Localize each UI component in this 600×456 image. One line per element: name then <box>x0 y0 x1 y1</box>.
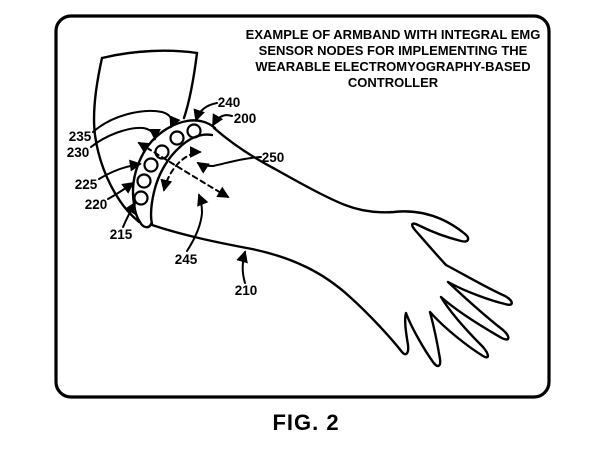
ref-label-220: 220 <box>85 197 108 212</box>
dashed-arrows <box>137 142 230 198</box>
figure-title-line-1: EXAMPLE OF ARMBAND WITH INTEGRAL EMG <box>246 27 541 42</box>
leader-arrow-220 <box>107 181 135 200</box>
dashed-arrow-rotation <box>160 146 202 192</box>
leader-arrows <box>90 102 262 284</box>
figure-frame-border <box>54 14 551 399</box>
figure-title-line-3: WEARABLE ELECTROMYOGRAPHY-BASED <box>255 59 530 74</box>
reference-labels: 240 200 235 230 225 220 215 250 245 210 <box>67 95 285 298</box>
leader-arrow-215 <box>122 201 136 228</box>
ref-label-200: 200 <box>234 111 257 126</box>
sensor-node-6 <box>186 123 202 139</box>
figure-title: EXAMPLE OF ARMBAND WITH INTEGRAL EMG SEN… <box>246 27 541 90</box>
arm-top-contour <box>212 126 467 236</box>
leader-arrow-225 <box>98 159 142 180</box>
forearm-hand-outline <box>150 126 513 368</box>
sleeve-right-edge <box>182 51 199 120</box>
armband-outer-edge <box>131 119 217 229</box>
ref-label-225: 225 <box>75 177 98 192</box>
ref-label-250: 250 <box>262 150 285 165</box>
sensor-node-1 <box>133 190 149 206</box>
leader-arrow-240 <box>193 102 218 122</box>
leader-arrow-230 <box>90 126 161 148</box>
ref-label-240: 240 <box>218 95 241 110</box>
leader-arrow-245 <box>186 193 209 252</box>
figure-title-line-4: CONTROLLER <box>348 75 439 90</box>
dashed-arrow-crossband <box>137 142 230 198</box>
sensor-node-2 <box>136 173 152 189</box>
ref-label-245: 245 <box>175 252 198 267</box>
figure-title-line-2: SENSOR NODES FOR IMPLEMENTING THE <box>259 43 528 58</box>
ref-label-210: 210 <box>235 283 258 298</box>
leader-arrow-210 <box>236 250 248 284</box>
ref-label-215: 215 <box>110 227 133 242</box>
sensor-node-3 <box>143 157 159 173</box>
leader-arrow-235 <box>92 109 181 133</box>
figure-caption: FIG. 2 <box>272 410 339 435</box>
leader-arrow-200 <box>212 113 233 127</box>
ref-label-230: 230 <box>67 145 90 160</box>
sleeve-top-edge <box>100 49 199 60</box>
ref-label-235: 235 <box>69 129 92 144</box>
sensor-node-5 <box>169 130 185 146</box>
leader-arrow-250 <box>196 156 262 174</box>
hand-lower-contour <box>150 222 513 368</box>
